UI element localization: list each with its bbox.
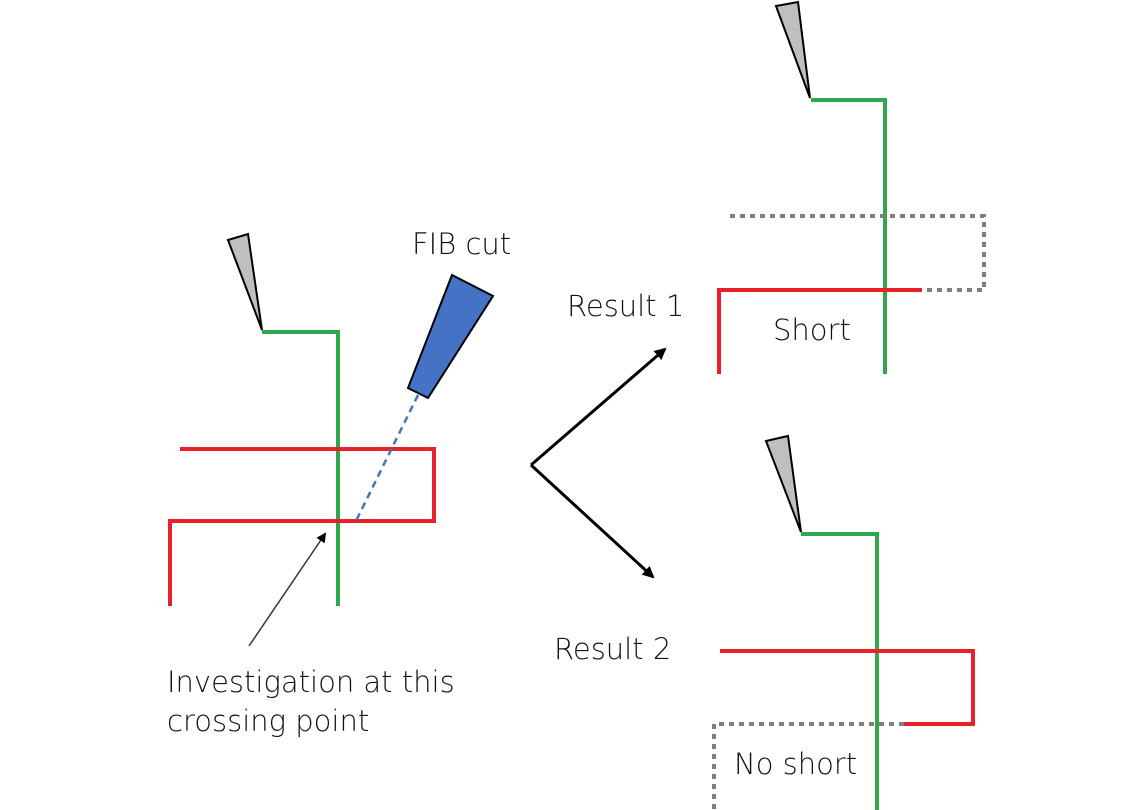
red-trace: [168, 447, 436, 606]
green-trace: [262, 330, 340, 606]
investigation-pointer-arrow: [248, 532, 327, 647]
fib-cut-path: [354, 394, 420, 522]
green-trace: [801, 532, 879, 810]
result2-panel: Result 2 No short: [554, 434, 975, 810]
probe-needle-icon: [774, 0, 811, 99]
short-label: Short: [773, 313, 851, 347]
red-trace: [720, 649, 975, 726]
green-trace: [811, 98, 887, 374]
probe-needle-icon: [764, 434, 802, 533]
removed-trace-dotted: [712, 722, 904, 810]
arrow-to-result2: [529, 463, 655, 579]
fib-beam-icon: [406, 273, 495, 400]
fib-cut-label: FIB cut: [412, 227, 511, 261]
result1-panel: Result 1 Short: [567, 0, 986, 374]
result2-label: Result 2: [554, 632, 671, 666]
removed-trace-dotted: [730, 214, 986, 292]
investigation-label-line2: crossing point: [167, 704, 369, 738]
no-short-label: No short: [734, 747, 857, 781]
probe-needle-icon: [226, 232, 263, 331]
red-trace: [717, 288, 922, 374]
original-layout: FIB cut Investigation at this crossing p…: [167, 227, 511, 738]
investigation-label-line1: Investigation at this: [167, 665, 455, 699]
branch-arrows: [529, 347, 667, 579]
result1-label: Result 1: [567, 289, 684, 323]
arrow-to-result1: [530, 347, 667, 467]
